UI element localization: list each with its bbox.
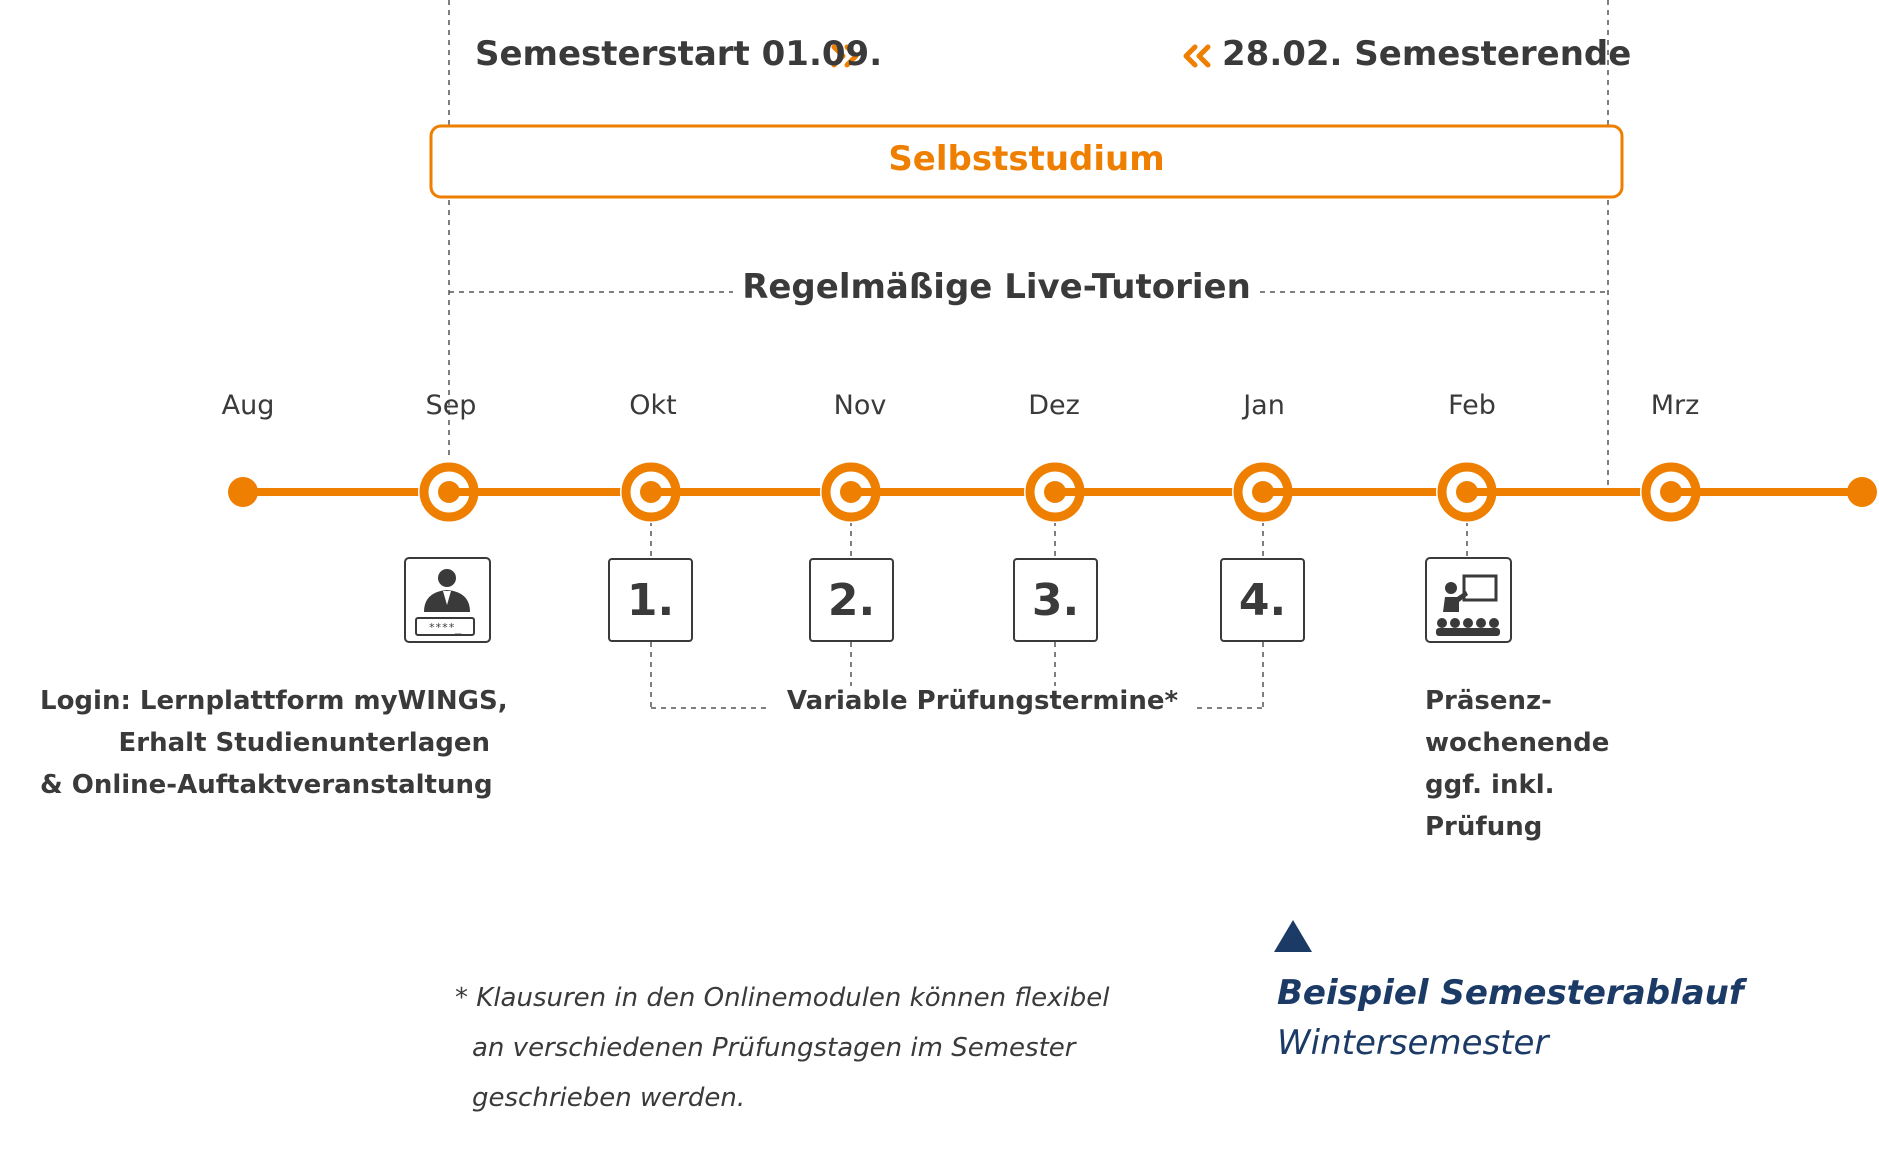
timeline-node-dez — [1024, 461, 1091, 523]
exam-box-label: 2. — [827, 574, 876, 626]
login-line-2: Erhalt Studienunterlagen — [118, 728, 490, 758]
user-login-icon: ****_ — [404, 557, 491, 643]
exam-box-1: 1. — [608, 558, 693, 642]
timeline-end-dot — [1847, 477, 1877, 507]
exam-box-label: 1. — [626, 574, 675, 626]
weekend-line-4: Prüfung — [1425, 812, 1543, 842]
exam-box-2: 2. — [809, 558, 894, 642]
self-study-band — [429, 124, 1624, 199]
login-line-3: & Online-Auftaktveranstaltung — [40, 770, 493, 800]
presentation-audience-icon — [1425, 557, 1512, 643]
password-mask-text: ****_ — [428, 621, 461, 634]
weekend-line-2: wochenende — [1425, 728, 1610, 758]
footnote-line-1: * Klausuren in den Onlinemodulen können … — [455, 983, 1110, 1013]
month-label-feb: Feb — [1448, 390, 1496, 421]
caption-title: Beispiel Semesterablauf — [1277, 973, 1744, 1013]
triangle-marker-icon — [1274, 920, 1312, 952]
month-label-aug: Aug — [221, 390, 275, 421]
timeline-start-dot — [228, 477, 258, 507]
timeline-node-mrz — [1640, 461, 1707, 523]
self-study-label: Selbststudium — [888, 139, 1165, 179]
timeline-node-nov — [820, 461, 887, 523]
chevron-right-icon — [831, 44, 859, 68]
timeline-node-jan — [1232, 461, 1299, 523]
footnote-line-2: an verschiedenen Prüfungstagen im Semest… — [472, 1033, 1076, 1063]
exam-bracket — [650, 642, 1264, 709]
exam-box-label: 3. — [1031, 574, 1080, 626]
semester-start-label: Semesterstart 01.09. — [475, 34, 883, 74]
weekend-line-1: Präsenz- — [1425, 686, 1552, 716]
month-label-jan: Jan — [1243, 390, 1285, 421]
semester-end-label: 28.02. Semesterende — [1222, 34, 1632, 74]
login-line-1: Login: Lernplattform myWINGS, — [40, 686, 508, 716]
node-connectors — [650, 521, 1468, 558]
timeline-nodes — [418, 461, 1707, 523]
month-label-dez: Dez — [1028, 390, 1080, 421]
chevron-left-icon — [1183, 44, 1211, 68]
footnote-line-3: geschrieben werden. — [472, 1083, 746, 1113]
exam-box-label: 4. — [1238, 574, 1287, 626]
month-label-okt: Okt — [629, 390, 677, 421]
month-label-mrz: Mrz — [1650, 390, 1700, 421]
timeline-node-sep — [418, 461, 485, 523]
weekend-description: Präsenz- wochenende ggf. inkl. Prüfung — [1425, 680, 1609, 848]
month-label-nov: Nov — [833, 390, 887, 421]
timeline-node-okt — [620, 461, 687, 523]
month-label-sep: Sep — [425, 390, 477, 421]
weekend-line-3: ggf. inkl. — [1425, 770, 1555, 800]
timeline-node-feb — [1436, 461, 1503, 523]
exam-box-3: 3. — [1013, 558, 1098, 642]
login-description: Login: Lernplattform myWINGS, Erhalt Stu… — [40, 680, 508, 806]
caption-subtitle: Wintersemester — [1277, 1023, 1549, 1063]
tutorials-label: Regelmäßige Live-Tutorien — [742, 267, 1251, 307]
exam-box-4: 4. — [1220, 558, 1305, 642]
footnote: * Klausuren in den Onlinemodulen können … — [455, 973, 1109, 1123]
exam-caption: Variable Prüfungstermine* — [786, 686, 1179, 716]
